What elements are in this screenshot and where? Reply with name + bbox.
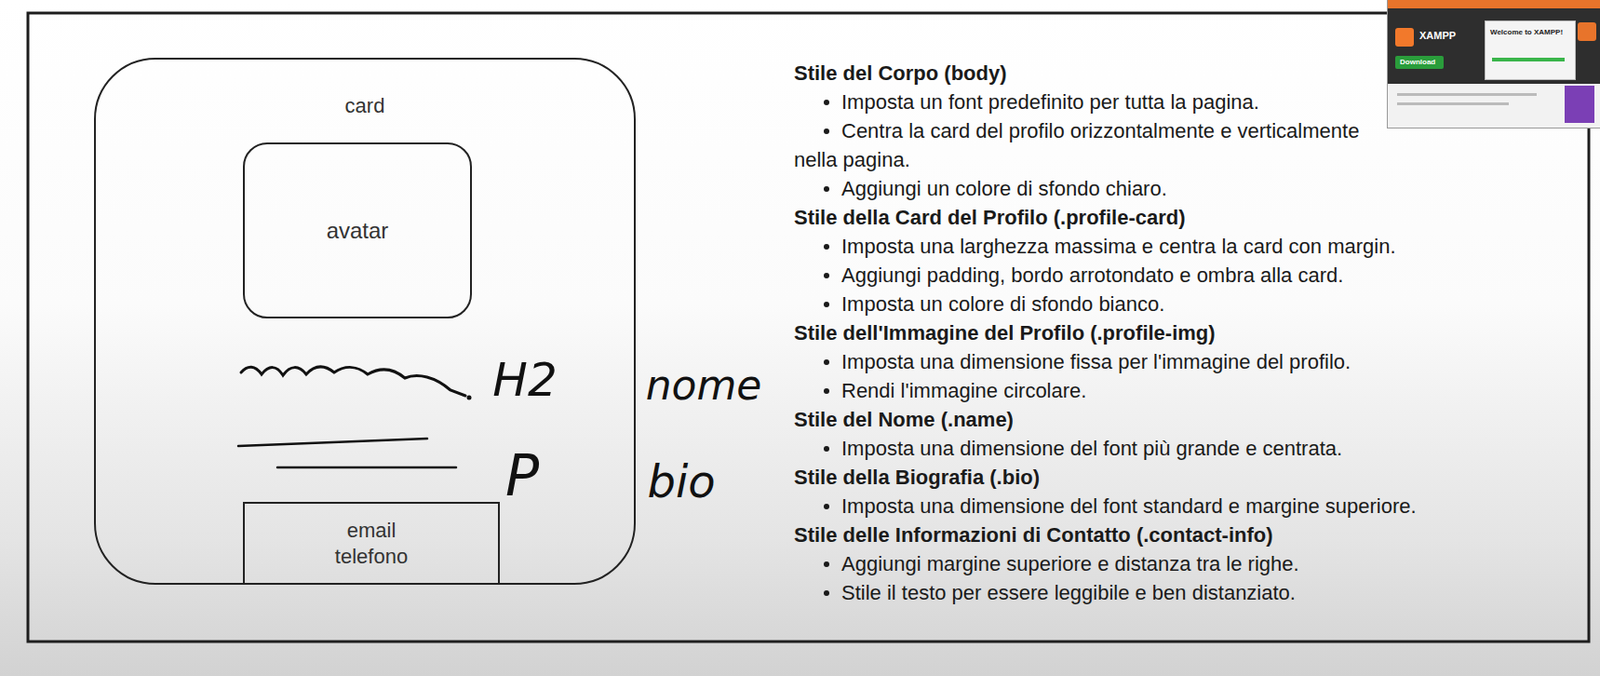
bullet-item: Stile il testo per essere leggibile e be… — [793, 578, 1417, 607]
heading-text: Stile della Biografia (.bio) — [793, 465, 1040, 489]
section-heading: Stile del Nome (.name) — [793, 404, 1417, 434]
tag-label: P — [505, 447, 539, 504]
bullet-text: Aggiungi un colore di sfondo chiaro. — [841, 176, 1168, 201]
bullet-item: Imposta una dimensione fissa per l'immag… — [793, 347, 1417, 377]
app-icon — [1577, 22, 1597, 41]
bullet-item: Aggiungi padding, bordo arrotondato e om… — [793, 260, 1417, 290]
card-box: card avatar email telefono — [94, 57, 636, 585]
heading-text: Stile della Card del Profilo (.profile-c… — [793, 205, 1186, 229]
bullet-text: Imposta un font predefinito per tutta la… — [841, 90, 1260, 114]
instruction-list: Stile del Corpo (body) Imposta un font pr… — [793, 58, 1417, 607]
text-bar — [1397, 93, 1537, 96]
bullet-dot — [823, 445, 830, 452]
title-squiggle — [241, 366, 466, 396]
heading-text: Stile delle Informazioni di Contatto (.c… — [793, 523, 1274, 547]
bullet-dot — [823, 99, 830, 106]
bullet-text: Imposta una dimensione del font standard… — [841, 494, 1417, 518]
bullet-dot — [823, 388, 830, 394]
node-label: avatar — [326, 216, 390, 245]
handwritten-note: nome — [645, 364, 763, 406]
outer-frame — [27, 13, 1589, 642]
section-heading: Stile delle Informazioni di Contatto (.c… — [793, 520, 1417, 550]
bullet-dot — [823, 561, 830, 567]
handwritten-note: bio — [646, 458, 715, 504]
section-heading: Stile del Corpo (body) — [793, 58, 1417, 88]
bullet-text: Imposta un colore di sfondo bianco. — [841, 292, 1165, 316]
bullet-item: Centra la card del profilo orizzontalmen… — [793, 116, 1372, 175]
section-heading: Stile dell'Immagine del Profilo (.profil… — [793, 318, 1417, 348]
tag-label: H2 — [492, 356, 557, 404]
bullet-dot — [823, 243, 830, 250]
bullet-item: Imposta un font predefinito per tutta la… — [793, 87, 1417, 117]
squiggle-dot — [467, 395, 472, 401]
app-title: XAMPP — [1419, 29, 1456, 41]
bullet-dot — [823, 186, 830, 192]
bullet-text: Imposta una dimensione del font più gran… — [841, 436, 1343, 460]
screenshot-thumbnail: XAMPP Welcome to XAMPP! Download — [1386, 0, 1600, 129]
bullet-text: Imposta una dimensione fissa per l'immag… — [841, 349, 1351, 374]
heading-text: Stile del Nome (.name) — [793, 407, 1014, 431]
bullet-item: Aggiungi margine superiore e distanza tr… — [793, 549, 1417, 579]
bullet-text: Imposta una larghezza massima e centra l… — [841, 234, 1397, 258]
bullet-text: Centra la card del profilo orizzontalmen… — [793, 119, 1359, 172]
bullet-item: Imposta una larghezza massima e centra l… — [793, 231, 1417, 261]
heading-text: Stile del Corpo (body) — [793, 61, 1008, 85]
bullet-dot — [823, 301, 830, 308]
bullet-item: Imposta una dimensione del font più gran… — [793, 433, 1417, 463]
dialog-title: Welcome to XAMPP! — [1490, 27, 1563, 37]
button-label: Download — [1399, 57, 1436, 67]
bullet-dot — [823, 503, 830, 510]
section-heading: Stile della Biografia (.bio) — [793, 462, 1417, 492]
node-label: card — [95, 93, 634, 120]
ad-panel — [1564, 85, 1595, 123]
bullet-dot — [823, 128, 830, 135]
contact-box: email telefono — [242, 501, 500, 585]
app-icon — [1395, 27, 1414, 47]
section-heading: Stile della Card del Profilo (.profile-c… — [793, 202, 1417, 232]
bullet-item: Aggiungi un colore di sfondo chiaro. — [793, 174, 1417, 203]
bullet-text: Rendi l'immagine circolare. — [841, 378, 1087, 403]
bullet-text: Aggiungi margine superiore e distanza tr… — [841, 551, 1300, 576]
bullet-dot — [823, 359, 830, 365]
text-line — [277, 466, 457, 470]
avatar-box: avatar — [242, 142, 472, 319]
node-label: email telefono — [320, 517, 423, 569]
bullet-item: Rendi l'immagine circolare. — [793, 376, 1417, 405]
bullet-item: Imposta una dimensione del font standard… — [793, 491, 1417, 521]
bullet-text: Stile il testo per essere leggibile e be… — [841, 580, 1296, 605]
text-bar — [1397, 102, 1509, 106]
bullet-dot — [823, 590, 830, 596]
heading-text: Stile dell'Immagine del Profilo (.profil… — [793, 321, 1216, 345]
bullet-dot — [823, 272, 830, 279]
text-line — [238, 438, 428, 446]
bullet-item: Imposta un colore di sfondo bianco. — [793, 289, 1417, 319]
top-bar — [1387, 0, 1600, 9]
bullet-text: Aggiungi padding, bordo arrotondato e om… — [841, 263, 1344, 287]
progress-bar — [1492, 57, 1565, 62]
